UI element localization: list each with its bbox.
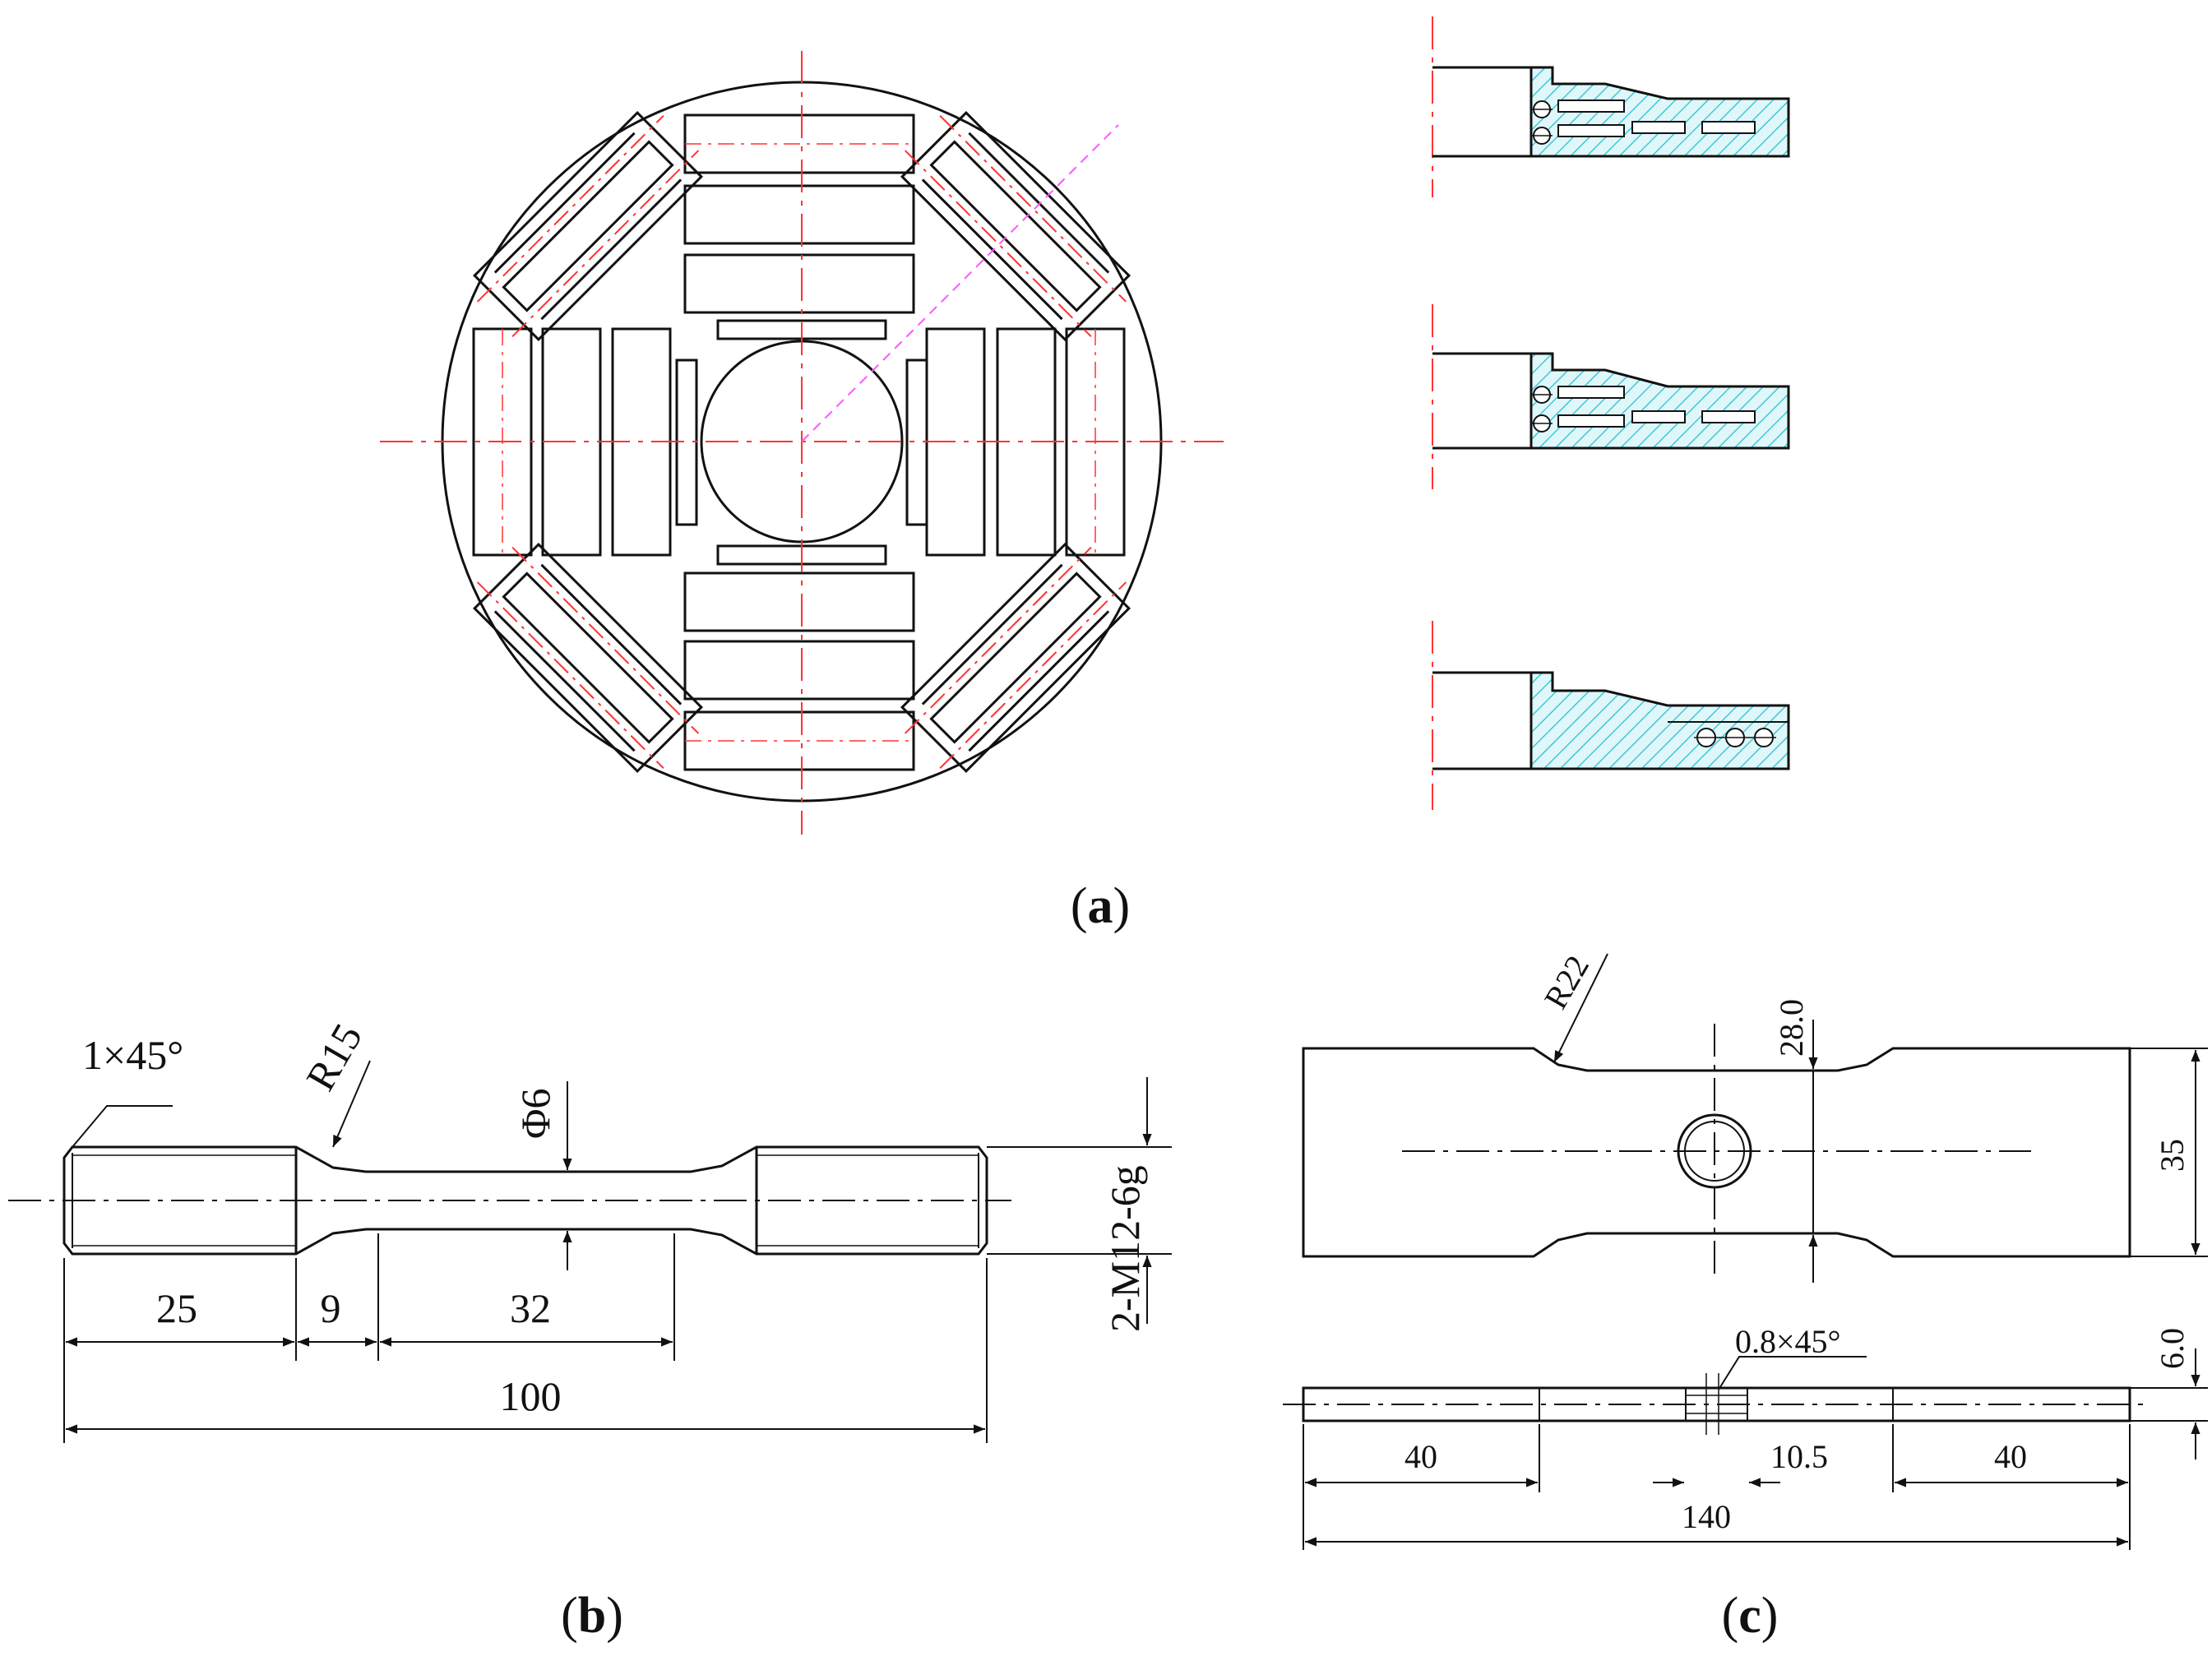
chamfer-label-b: 1×45° xyxy=(82,1032,183,1078)
diagonal-group-bottom-left xyxy=(472,542,704,774)
chamfer-label-c: 0.8×45° xyxy=(1735,1323,1841,1360)
width-end-label-c: 35 xyxy=(2154,1139,2191,1172)
diameter-label-b: Φ6 xyxy=(512,1088,558,1139)
radial-line-diagonal xyxy=(801,124,1119,442)
specimen-top-2 xyxy=(683,184,915,245)
specimen-top-3 xyxy=(683,253,915,314)
specimen-c-top-view xyxy=(1302,1047,2131,1258)
caption-a: (a) xyxy=(1071,878,1130,934)
section-view-3 xyxy=(1432,621,1790,810)
dim-25: 25 xyxy=(156,1285,197,1331)
thread-label-b: 2-M12-6g xyxy=(1102,1165,1148,1332)
thickness-label-c: 6.0 xyxy=(2154,1328,2191,1369)
section-view-1 xyxy=(1432,16,1790,197)
panel-a-disc-layout xyxy=(380,51,1224,835)
panel-b-round-specimen xyxy=(8,1060,1172,1443)
diagonal-group-top-right xyxy=(900,110,1131,342)
specimen-bottom-1 xyxy=(683,571,915,632)
dim-10-5: 10.5 xyxy=(1770,1438,1828,1475)
width-center-label-c: 28.0 xyxy=(1773,999,1810,1057)
radius-label-c: R22 xyxy=(1537,949,1596,1015)
specimen-b-outline xyxy=(62,1145,988,1256)
panel-a-section-views xyxy=(1432,16,1790,810)
diagonal-group-top-left xyxy=(472,110,704,342)
dim-100: 100 xyxy=(500,1373,562,1419)
dim-40-left: 40 xyxy=(1404,1438,1437,1475)
specimen-bottom-2 xyxy=(683,640,915,701)
panel-c-flat-specimen xyxy=(1283,953,2208,1550)
section-view-2 xyxy=(1432,304,1790,489)
caption-c: (c) xyxy=(1722,1588,1779,1644)
dim-40-right: 40 xyxy=(1994,1438,2027,1475)
caption-b: (b) xyxy=(561,1588,623,1644)
dim-140: 140 xyxy=(1682,1498,1731,1535)
dim-32: 32 xyxy=(510,1285,551,1331)
dim-9: 9 xyxy=(321,1285,341,1331)
diagonal-group-bottom-right xyxy=(900,542,1131,774)
